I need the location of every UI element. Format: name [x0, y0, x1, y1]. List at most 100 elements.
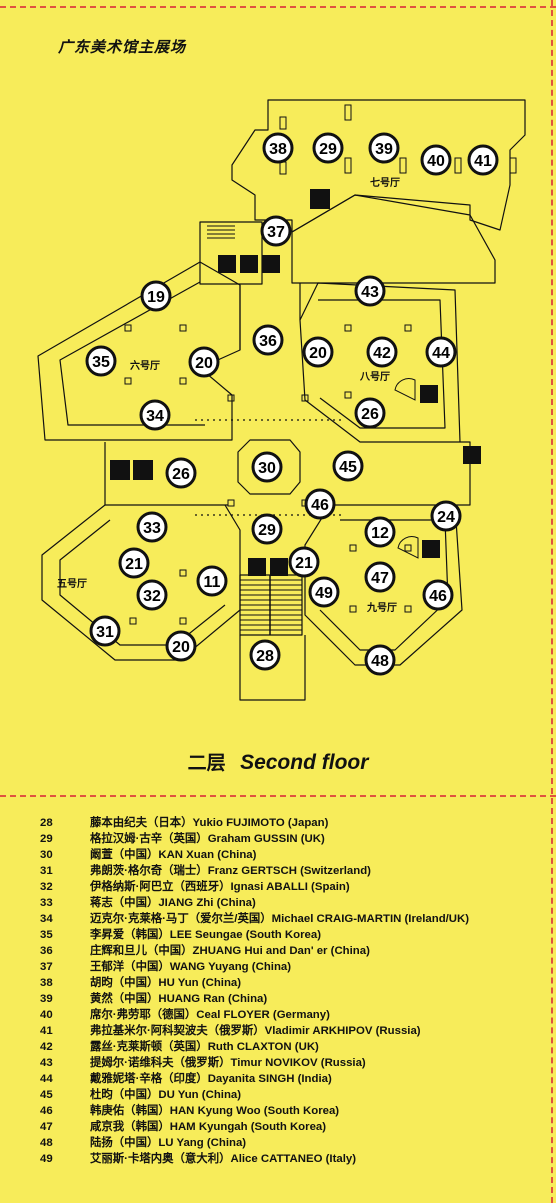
exhibit-marker-46[interactable]: 46: [304, 488, 336, 520]
exhibit-marker-31[interactable]: 31: [89, 615, 121, 647]
marker-number: 34: [146, 408, 164, 425]
legend-artist-name: 黄然（中国）HUANG Ran (China): [90, 993, 268, 1005]
floor-title-en: Second floor: [240, 751, 369, 774]
marker-circle: [364, 516, 396, 548]
fan-seating-icon: [394, 378, 416, 401]
marker-circle: [304, 488, 336, 520]
marker-number: 44: [432, 345, 450, 362]
exhibit-marker-32[interactable]: 32: [136, 579, 168, 611]
marker-circle: [260, 215, 292, 247]
stairs-icon: [422, 540, 440, 558]
legend-number: 39: [40, 993, 53, 1005]
marker-number: 20: [172, 639, 190, 656]
exhibit-marker-36[interactable]: 36: [252, 324, 284, 356]
marker-circle: [366, 336, 398, 368]
marker-number: 42: [373, 345, 391, 362]
marker-circle: [85, 345, 117, 377]
mid-dashed-border: [0, 795, 556, 797]
floor-title-zh: 二层: [187, 753, 226, 774]
marker-number: 49: [315, 585, 333, 602]
exhibit-marker-40[interactable]: 40: [420, 144, 452, 176]
exhibit-marker-29[interactable]: 29: [251, 513, 283, 545]
exhibit-marker-21[interactable]: 21: [118, 547, 150, 579]
exhibit-marker-20[interactable]: 20: [188, 346, 220, 378]
marker-circle: [89, 615, 121, 647]
trash-icon: [270, 558, 288, 576]
marker-circle: [252, 324, 284, 356]
legend-artist-name: 庄辉和旦儿（中国）ZHUANG Hui and Dan' er (China): [90, 945, 370, 957]
exhibit-marker-28[interactable]: 28: [249, 639, 281, 671]
exhibit-marker-26[interactable]: 26: [354, 397, 386, 429]
marker-number: 48: [371, 653, 389, 670]
marker-circle: [312, 132, 344, 164]
right-dashed-border: [551, 0, 553, 1203]
legend-number: 36: [40, 945, 53, 957]
exhibit-marker-35[interactable]: 35: [85, 345, 117, 377]
exhibit-marker-42[interactable]: 42: [366, 336, 398, 368]
exhibit-marker-47[interactable]: 47: [364, 561, 396, 593]
hall9-label: 九号厅: [366, 601, 397, 614]
marker-circle: [136, 579, 168, 611]
top-dashed-border: [0, 6, 556, 8]
exhibit-marker-19[interactable]: 19: [140, 280, 172, 312]
legend-number: 44: [40, 1073, 53, 1085]
marker-number: 30: [258, 460, 276, 477]
marker-number: 28: [256, 648, 274, 665]
exhibit-marker-48[interactable]: 48: [364, 644, 396, 676]
venue-title: 广东美术馆主展场: [58, 39, 187, 56]
exhibit-marker-30[interactable]: 30: [251, 451, 283, 483]
marker-circle: [196, 565, 228, 597]
marker-number: 33: [143, 520, 161, 537]
exhibit-marker-39[interactable]: 39: [368, 132, 400, 164]
hall7-label: 七号厅: [370, 176, 400, 189]
legend-number: 49: [40, 1153, 53, 1165]
legend-artist-name: 阚萱（中国）KAN Xuan (China): [90, 849, 257, 861]
marker-number: 36: [259, 333, 277, 350]
exhibit-marker-38[interactable]: 38: [262, 132, 294, 164]
exhibit-marker-46[interactable]: 46: [422, 579, 454, 611]
legend-artist-name: 杜昀（中国）DU Yun (China): [90, 1089, 242, 1101]
legend-artist-name: 陆扬（中国）LU Yang (China): [90, 1137, 247, 1149]
trash-icon: [262, 255, 280, 273]
marker-number: 35: [92, 354, 110, 371]
legend-row: 39 黄然（中国）HUANG Ran (China): [40, 991, 540, 1007]
exhibit-marker-24[interactable]: 24: [430, 500, 462, 532]
legend-artist-name: 李昇爱（韩国）LEE Seungae (South Korea): [90, 929, 321, 941]
exhibit-marker-20[interactable]: 20: [165, 630, 197, 662]
exhibit-marker-20[interactable]: 20: [302, 336, 334, 368]
exhibit-marker-29[interactable]: 29: [312, 132, 344, 164]
legend-number: 33: [40, 897, 53, 909]
exhibit-marker-11[interactable]: 11: [196, 565, 228, 597]
exhibit-marker-45[interactable]: 45: [332, 450, 364, 482]
exhibit-marker-43[interactable]: 43: [354, 275, 386, 307]
exhibit-marker-33[interactable]: 33: [136, 511, 168, 543]
marker-circle: [430, 500, 462, 532]
exhibit-marker-37[interactable]: 37: [260, 215, 292, 247]
hall5-label: 五号厅: [57, 578, 87, 590]
legend-artist-name: 露丝·克莱斯顿（英国）Ruth CLAXTON (UK): [90, 1041, 319, 1053]
restroom-icon: [110, 460, 130, 480]
exhibit-marker-12[interactable]: 12: [364, 516, 396, 548]
legend-number: 45: [40, 1089, 53, 1101]
legend-artist-name: 席尔·弗劳耶（德国）Ceal FLOYER (Germany): [90, 1009, 330, 1021]
marker-circle: [420, 144, 452, 176]
marker-circle: [249, 639, 281, 671]
exhibit-marker-26[interactable]: 26: [165, 457, 197, 489]
exhibit-marker-41[interactable]: 41: [467, 144, 499, 176]
exhibit-marker-34[interactable]: 34: [139, 399, 171, 431]
exhibit-marker-49[interactable]: 49: [308, 576, 340, 608]
exhibit-marker-21[interactable]: 21: [288, 546, 320, 578]
legend-number: 38: [40, 977, 53, 989]
exhibit-marker-44[interactable]: 44: [425, 336, 457, 368]
legend-artist-name: 咸京我（韩国）HAM Kyungah (South Korea): [90, 1121, 327, 1133]
marker-number: 45: [339, 459, 357, 476]
marker-number: 29: [258, 522, 276, 539]
marker-number: 32: [143, 588, 161, 605]
